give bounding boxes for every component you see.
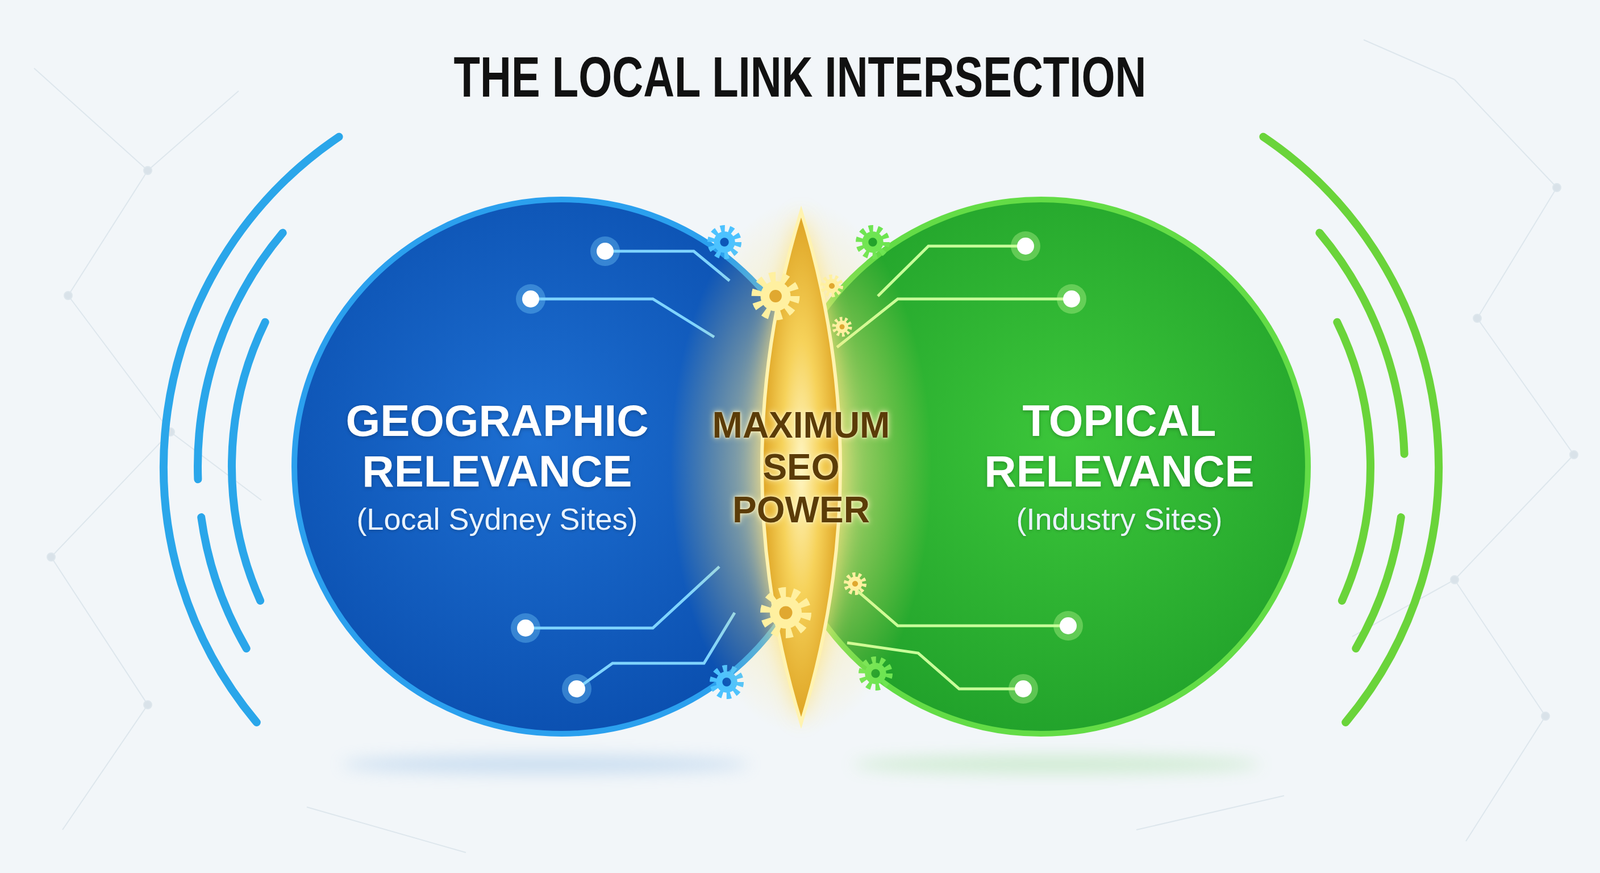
- gear-icon: [846, 574, 865, 593]
- circle-subtitle: (Industry Sites): [1015, 500, 1223, 538]
- circuit-dot: [590, 236, 620, 266]
- center-label: MAXIMUM SEO POWER: [704, 403, 898, 531]
- diagram-title: THE LOCAL LINK INTERSECTION: [192, 44, 1408, 110]
- circuit-dot: [596, 242, 614, 260]
- circuit-trace: [530, 298, 715, 337]
- signal-arc: [1319, 232, 1404, 454]
- circuit-dot: [1010, 231, 1041, 261]
- text-group: TOPICAL RELEVANCE (Industry Sites): [960, 196, 1279, 737]
- circuit-dot: [510, 613, 541, 643]
- intersection-lens: MAXIMUM SEO POWER: [698, 198, 904, 736]
- circle-subtitle: (Local Sydney Sites): [356, 500, 638, 538]
- network-pattern: [34, 39, 1578, 853]
- circuit-dot: [517, 619, 535, 637]
- gear-icon: [765, 592, 807, 633]
- shadow: [340, 755, 750, 774]
- circuit-dot: [1059, 617, 1077, 635]
- circuit-dot: [515, 284, 546, 314]
- gear-icon: [834, 318, 850, 335]
- circle-heading: GEOGRAPHIC RELEVANCE: [326, 395, 668, 496]
- circle-heading: TOPICAL RELEVANCE: [960, 395, 1279, 496]
- text-group: MAXIMUM SEO POWER: [704, 198, 898, 736]
- shadow: [852, 755, 1262, 774]
- circuit-dot: [1017, 237, 1035, 255]
- circuit-dot: [568, 680, 586, 698]
- text-group: GEOGRAPHIC RELEVANCE (Local Sydney Sites): [326, 196, 668, 737]
- gear-icon: [822, 276, 841, 295]
- signal-arc: [197, 232, 283, 480]
- circuit-dot: [1008, 673, 1039, 704]
- signal-arc: [231, 322, 266, 601]
- circuit-dot: [1063, 290, 1081, 308]
- circuit-dot: [1014, 680, 1032, 698]
- circuit-trace: [877, 246, 1026, 297]
- circuit-dot: [1053, 610, 1083, 641]
- circuit-dot: [522, 290, 540, 308]
- circuit-dot: [561, 673, 592, 704]
- circuit-dot: [1056, 284, 1087, 314]
- gear-icon: [756, 276, 795, 316]
- signal-arc: [1336, 322, 1371, 601]
